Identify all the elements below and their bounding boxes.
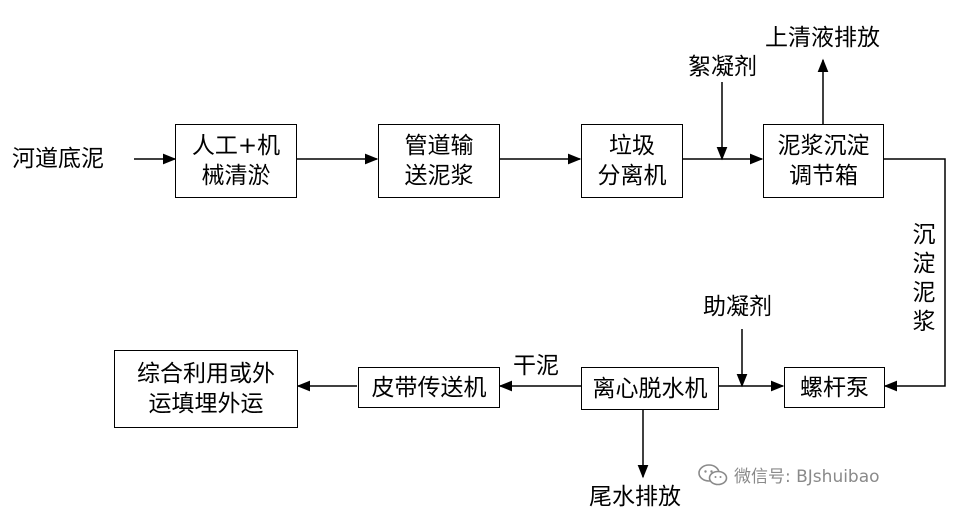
box-slurry-sedimentation-tank: 泥浆沉淀 调节箱 [763,124,884,198]
label-flocculant: 絮凝剂 [688,54,757,80]
label-river-sediment: 河道底泥 [12,146,104,172]
box-screw-pump: 螺杆泵 [784,367,885,408]
label-settled-slurry: 沉淀泥浆 [908,222,934,338]
box-final-utilization: 综合利用或外 运填埋外运 [114,350,298,428]
box-centrifugal-dewatering: 离心脱水机 [581,367,719,410]
label-supernatant-discharge: 上清液排放 [765,25,880,51]
box-text-line: 离心脱水机 [592,375,708,402]
wechat-icon [698,463,728,485]
box-text-line: 送泥浆 [404,163,474,189]
box-pipeline-slurry-transport: 管道输 送泥浆 [378,124,500,198]
label-tail-water-discharge: 尾水排放 [589,484,681,510]
box-text-line: 人工+机 [191,133,281,159]
box-text-line: 综合利用或外 [137,361,275,387]
box-text-line: 运填埋外运 [148,391,264,417]
watermark-text: 微信号: BJshuibao [734,467,880,487]
box-text-line: 调节箱 [789,163,858,189]
label-coagulant-aid: 助凝剂 [703,294,772,320]
box-belt-conveyor: 皮带传送机 [358,367,500,408]
box-text-line: 泥浆沉淀 [777,133,870,159]
box-text-line: 垃圾 [609,133,655,159]
box-manual-mechanical-dredging: 人工+机 械清淤 [175,124,297,198]
box-text-line: 分离机 [597,163,667,189]
box-text-line: 皮带传送机 [371,374,487,401]
box-text-line: 螺杆泵 [800,374,869,401]
label-dry-sludge: 干泥 [513,353,559,379]
arrow-tank-to-pump [883,158,946,392]
box-text-line: 械清淤 [201,163,271,189]
watermark: 微信号: BJshuibao [698,462,880,487]
box-garbage-separator: 垃圾 分离机 [581,124,683,198]
box-text-line: 管道输 [404,133,474,159]
